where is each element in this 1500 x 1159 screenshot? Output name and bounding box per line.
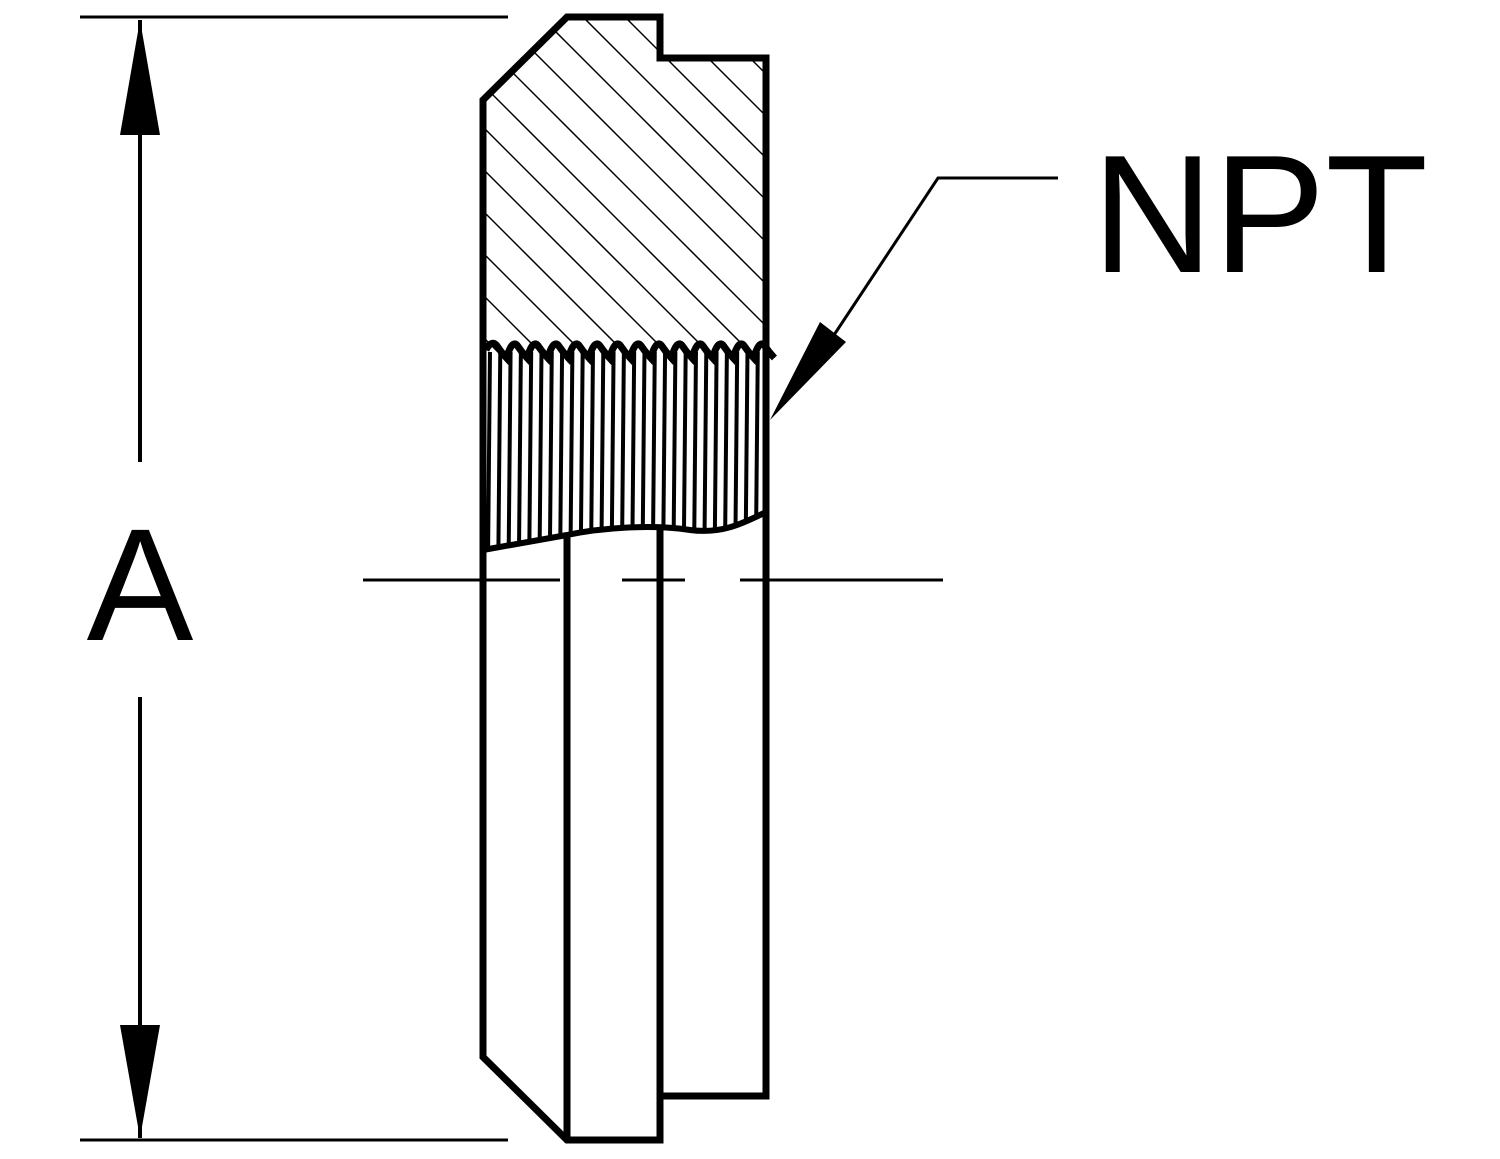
thread-line — [599, 352, 606, 550]
thread-line — [516, 352, 523, 550]
thread-line — [496, 352, 503, 550]
callout-label: NPT — [1092, 120, 1428, 308]
hatch-line — [483, 17, 715, 352]
hatch-line — [607, 17, 766, 352]
thread-line — [692, 352, 698, 550]
dimension-arrow-bottom-icon — [120, 1025, 160, 1138]
thread-line — [753, 352, 760, 550]
thread-line — [609, 352, 616, 550]
dimension-arrow-top-icon — [120, 20, 160, 135]
hatch-line — [0, 0, 42, 400]
thread-line — [578, 352, 585, 550]
part-outline — [479, 13, 770, 1144]
thread-line — [558, 352, 565, 550]
dimension-label: A — [87, 495, 194, 674]
thread-line — [712, 352, 719, 550]
thread-line — [527, 352, 534, 550]
hatch-line — [0, 0, 210, 400]
hatch-line — [483, 17, 766, 352]
thread-line — [589, 352, 595, 550]
hatch-line — [20, 0, 420, 400]
hatch-line — [649, 17, 766, 352]
hatch-line — [62, 0, 462, 400]
thread-line — [537, 352, 544, 550]
thread-lines — [486, 352, 760, 550]
hatch-line — [691, 17, 766, 352]
hatch-line — [523, 17, 766, 352]
callout-arrow-icon — [770, 322, 846, 420]
hatch-line — [565, 17, 766, 352]
hatch-line — [0, 0, 252, 400]
thread-line — [506, 352, 513, 550]
hatch-line — [733, 17, 766, 352]
break-line — [482, 509, 768, 553]
hatch-line — [0, 0, 294, 400]
hatch-line — [0, 0, 84, 400]
hatch-line — [483, 17, 631, 352]
thread-line — [547, 352, 554, 550]
hatch-line — [0, 0, 378, 400]
thread-line — [702, 352, 709, 550]
hatch-line — [483, 17, 757, 352]
hatch-line — [0, 0, 126, 400]
thread-profile — [482, 339, 777, 365]
hatch-line — [0, 0, 336, 400]
hatch-line — [483, 17, 505, 352]
thread-line — [722, 352, 729, 550]
callout-leader — [830, 176, 1058, 339]
section-hatch — [0, 0, 766, 400]
hatch-line — [483, 17, 766, 352]
hatch-line — [483, 17, 673, 352]
hatch-line — [483, 17, 766, 352]
thread-line — [568, 352, 575, 550]
thread-line — [671, 352, 678, 550]
thread-line — [743, 352, 750, 550]
thread-line — [486, 352, 492, 550]
hatch-line — [483, 17, 589, 352]
thread-line — [681, 352, 688, 550]
